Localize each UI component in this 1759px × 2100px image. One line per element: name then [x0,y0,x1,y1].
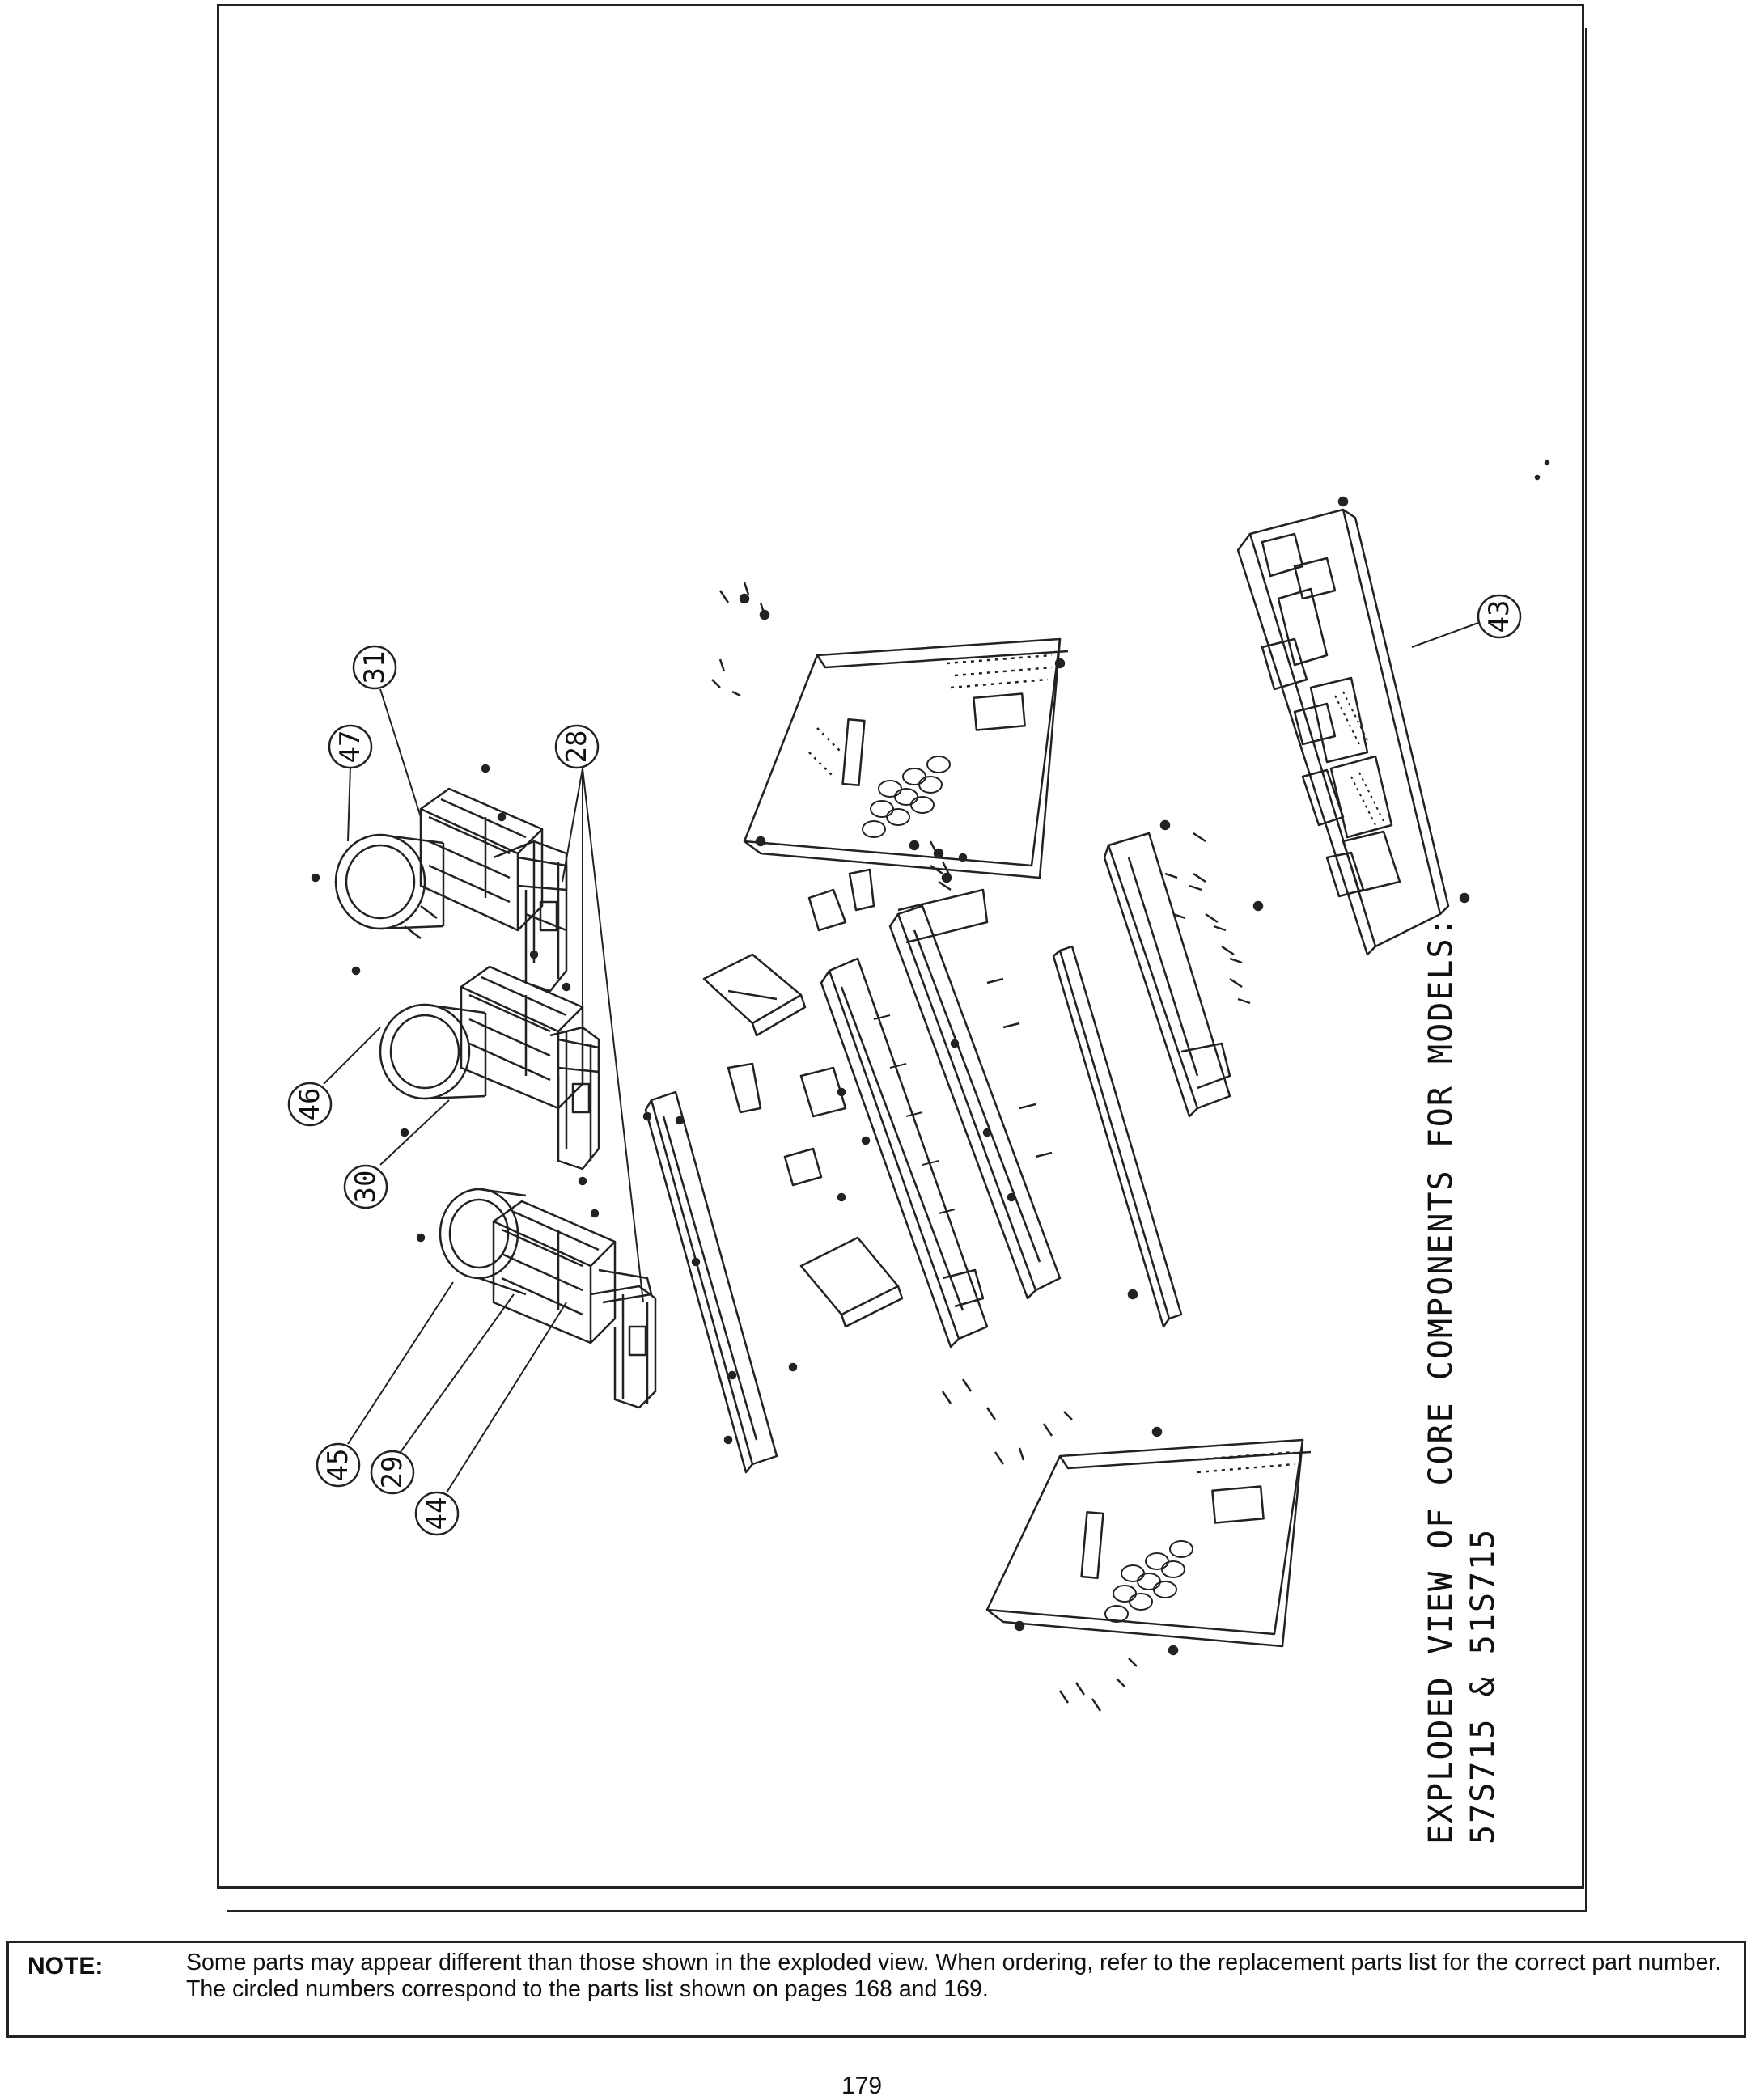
small-brackets [675,868,904,1328]
svg-text:46: 46 [294,1088,326,1121]
svg-text:44: 44 [421,1497,453,1531]
callout-29: 29 [370,1450,415,1495]
callout-28: 28 [554,724,600,769]
svg-text:45: 45 [322,1449,354,1482]
rail-right [1103,819,1264,1118]
diagram-title: EXPLODED VIEW OF CORE COMPONENTS FOR MOD… [1422,916,1460,1844]
circuit-board-lower [985,1411,1312,1712]
long-bar-center [1052,945,1183,1328]
callout-47: 47 [328,724,373,769]
long-bar-far-left [642,1090,778,1474]
callout-30: 30 [343,1164,388,1209]
long-bar-left [820,957,989,1348]
diagram-frame [217,4,1584,1889]
svg-text:47: 47 [334,730,367,764]
lens-assembly-top [311,764,568,993]
svg-text:29: 29 [376,1456,409,1489]
lens-assembly-bottom [416,1176,657,1409]
rail-bracket-upper [897,840,989,944]
callout-45: 45 [316,1442,361,1488]
note-text: Some parts may appear different than tho… [186,1950,1722,2002]
callout-44: 44 [414,1491,460,1536]
page-number: 179 [841,2072,883,2099]
svg-text:28: 28 [561,730,593,764]
svg-text:31: 31 [358,651,391,684]
circuit-board-upper [711,582,1069,879]
long-bar-middle [888,904,1062,1300]
screws [723,459,1550,1445]
chassis-right [1236,496,1470,956]
note-box [6,1941,1746,2038]
callout-46: 46 [287,1082,333,1127]
callout-leaders [323,622,1479,1493]
lens-assembly-middle [379,950,600,1171]
svg-text:43: 43 [1483,600,1515,633]
frame-shadow [227,28,1587,1912]
note-label: NOTE: [28,1953,104,1979]
callout-31: 31 [352,645,397,690]
callout-43: 43 [1477,594,1522,639]
diagram-models: 57S715 & 51S715 [1464,1527,1502,1844]
svg-text:30: 30 [350,1171,382,1204]
